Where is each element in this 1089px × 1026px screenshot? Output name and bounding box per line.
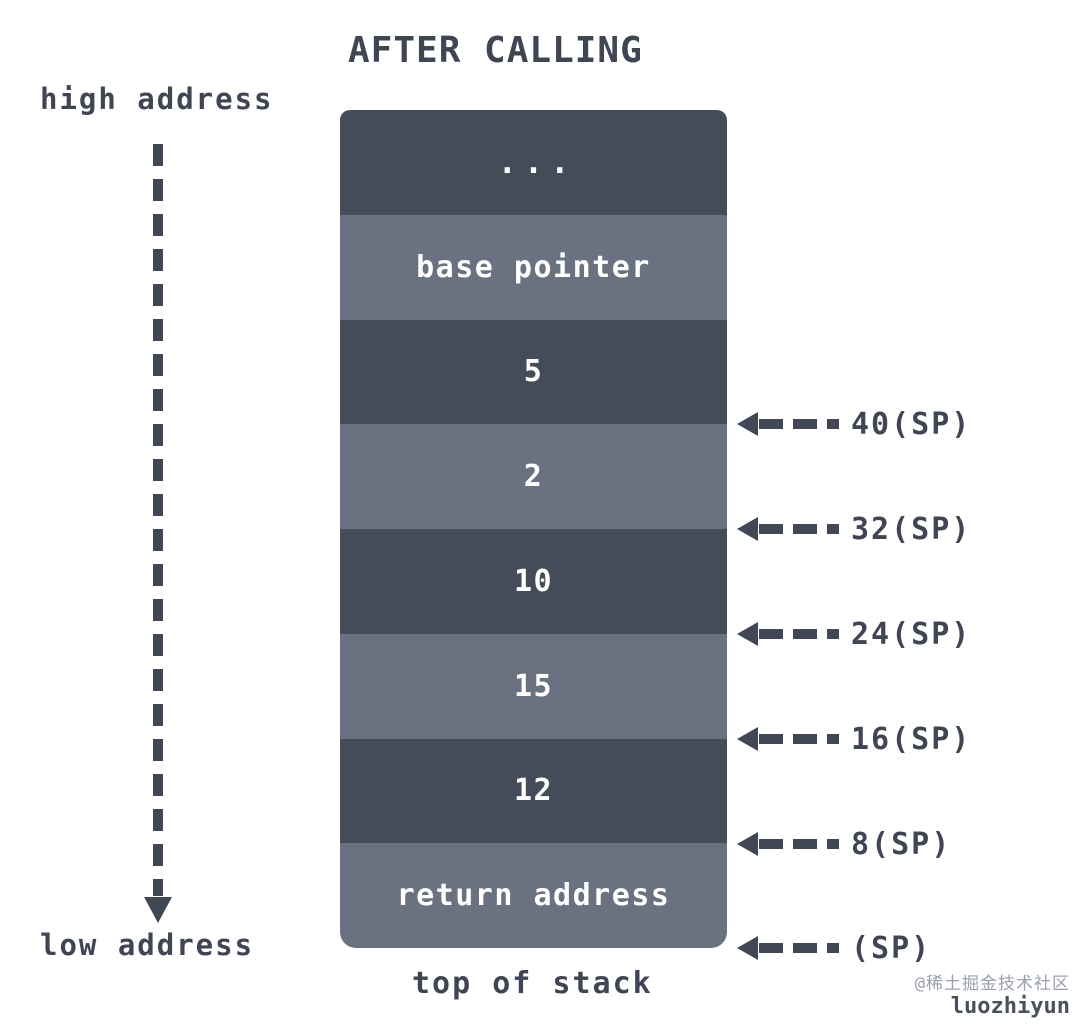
dashed-line [759, 943, 839, 953]
sp-offset-label: 8(SP) [851, 826, 952, 862]
arrow-left-icon [737, 727, 758, 751]
stack-cell: 12 [340, 738, 727, 844]
sp-offset-label: 32(SP) [851, 511, 972, 547]
arrow-left-icon [737, 832, 758, 856]
arrow-left-icon [737, 936, 758, 960]
top-of-stack-label: top of stack [412, 966, 653, 1001]
stack-cell: 10 [340, 529, 727, 634]
arrow-down-icon [144, 897, 172, 923]
sp-offset-label: 24(SP) [851, 616, 972, 652]
stack-cell: 2 [340, 424, 727, 529]
stack-cell: base pointer [340, 214, 727, 320]
watermark-community: @稀土掘金技术社区 [914, 974, 1070, 994]
sp-pointer-row: 8(SP) [737, 826, 952, 862]
arrow-left-icon [737, 517, 758, 541]
sp-offset-label: 16(SP) [851, 721, 972, 757]
sp-pointer-row: 16(SP) [737, 721, 972, 757]
dashed-line [759, 419, 839, 429]
stack-cell: return address [340, 843, 727, 948]
stack-box: ... base pointer 5 2 10 15 12 return add… [340, 110, 727, 948]
sp-pointer-row: 32(SP) [737, 511, 972, 547]
dashed-line [759, 524, 839, 534]
watermark: @稀土掘金技术社区 luozhiyun [915, 974, 1070, 1019]
dashed-line [759, 839, 839, 849]
watermark-author: luozhiyun [950, 994, 1070, 1020]
sp-offset-label: (SP) [851, 930, 932, 966]
high-address-label: high address [40, 82, 274, 116]
sp-offset-label: 40(SP) [851, 406, 972, 442]
address-direction-dashed-line [153, 144, 163, 896]
dashed-line [759, 629, 839, 639]
arrow-left-icon [737, 622, 758, 646]
sp-pointer-row: 40(SP) [737, 406, 972, 442]
stack-cell: 15 [340, 633, 727, 739]
sp-pointer-row: 24(SP) [737, 616, 972, 652]
sp-pointer-row: (SP) [737, 930, 932, 966]
dashed-line [759, 734, 839, 744]
stack-cell: ... [340, 110, 727, 215]
stack-cell: 5 [340, 319, 727, 425]
low-address-label: low address [40, 928, 255, 962]
arrow-left-icon [737, 412, 758, 436]
diagram-title: AFTER CALLING [348, 30, 643, 71]
